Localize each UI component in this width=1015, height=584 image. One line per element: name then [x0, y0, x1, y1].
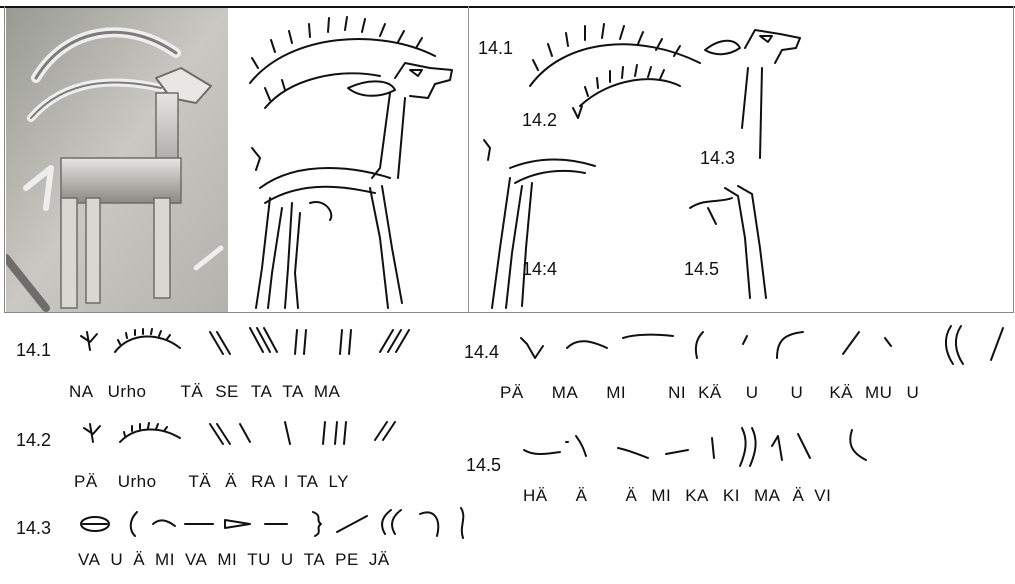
syllables-row-14-2: PÄ Urho TÄ Ä RA I TA LY: [74, 472, 349, 492]
syllable: TÄ: [180, 382, 203, 401]
panel-label-14-4: 14:4: [522, 259, 557, 280]
row-label-14-3: 14.3: [16, 518, 51, 539]
syllable: KÄ: [698, 383, 722, 402]
animal-drawing: [230, 8, 466, 312]
syllable: Ä: [625, 486, 637, 505]
seal-photo-image: [6, 8, 228, 312]
syllable: KA: [685, 486, 709, 505]
syllable: MA: [754, 486, 781, 505]
syllable: LY: [328, 472, 349, 491]
signs-row-14-2: [75, 412, 415, 452]
syllable: Ä: [133, 550, 145, 569]
syllable: RA: [251, 472, 276, 491]
syllable: Ä: [576, 486, 588, 505]
syllable: MA: [314, 382, 341, 401]
syllable: MI: [217, 550, 237, 569]
syllable: Urho: [108, 382, 147, 401]
syllable: Ä: [792, 486, 804, 505]
syllable: TA: [251, 382, 272, 401]
syllable: TA: [282, 382, 303, 401]
syllable: MA: [552, 383, 579, 402]
syllable: HÄ: [523, 486, 548, 505]
syllable: U: [746, 383, 759, 402]
syllable: VI: [814, 486, 831, 505]
syllables-row-14-4: PÄ MA MI NI KÄ U U KÄ MU U: [500, 383, 919, 403]
signs-row-14-3: [75, 502, 475, 542]
syllable: TÄ: [189, 472, 212, 491]
syllable: MI: [155, 550, 175, 569]
panel-label-14-2: 14.2: [522, 110, 557, 131]
signs-row-14-4: [515, 318, 1015, 368]
syllable: U: [281, 550, 294, 569]
syllable: VA: [185, 550, 207, 569]
syllable: U: [110, 550, 123, 569]
panel-divider: [468, 6, 469, 312]
syllable: I: [284, 472, 289, 491]
row-label-14-4: 14.4: [464, 342, 499, 363]
syllable: KÄ: [829, 383, 853, 402]
syllable: MU: [865, 383, 892, 402]
row-label-14-1: 14.1: [16, 340, 51, 361]
row-label-14-2: 14.2: [16, 430, 51, 451]
signs-row-14-5-end: [838, 420, 888, 476]
syllable: MI: [606, 383, 626, 402]
syllable: SE: [215, 382, 239, 401]
syllable: U: [906, 383, 919, 402]
panel-label-14-5: 14.5: [684, 259, 719, 280]
syllable: PÄ: [74, 472, 98, 491]
panel-label-14-1: 14.1: [478, 38, 513, 59]
signs-row-14-1: [75, 322, 415, 362]
syllable: KI: [723, 486, 740, 505]
syllable: Urho: [118, 472, 157, 491]
panel-label-14-3: 14.3: [700, 148, 735, 169]
syllables-row-14-1: NA Urho TÄ SE TA TA MA: [69, 382, 340, 402]
syllable: NI: [668, 383, 686, 402]
syllable: U: [791, 383, 804, 402]
syllable: TA: [304, 550, 325, 569]
syllable: PÄ: [500, 383, 524, 402]
syllable: PE: [335, 550, 359, 569]
seal-photo: [6, 8, 228, 312]
row-label-14-5: 14.5: [466, 455, 501, 476]
syllable: VA: [78, 550, 100, 569]
syllable: JÄ: [369, 550, 390, 569]
syllable: TU: [247, 550, 271, 569]
syllable: TA: [297, 472, 318, 491]
syllable: Ä: [225, 472, 237, 491]
syllable: NA: [69, 382, 94, 401]
signs-row-14-5: [520, 420, 820, 476]
syllables-row-14-5: HÄ Ä Ä MI KA KI MA Ä VI: [523, 486, 831, 506]
syllable: MI: [651, 486, 671, 505]
